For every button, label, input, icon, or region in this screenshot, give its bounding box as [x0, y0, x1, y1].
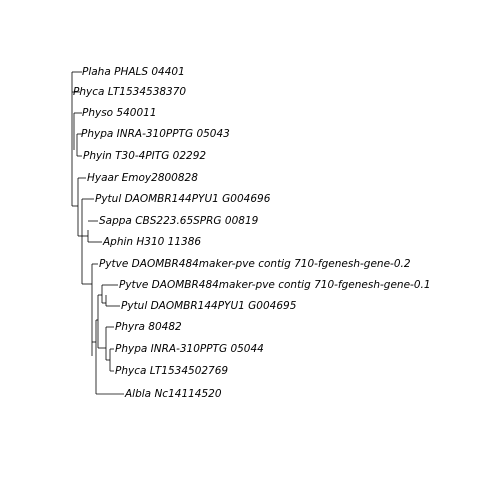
tip-label: Pytve DAOMBR484maker-pve contig 710-fgen…: [119, 279, 431, 291]
tip-label: Phyca LT1534502769: [115, 365, 228, 377]
tip-label: Phypa INRA-310PPTG 05044: [115, 343, 264, 355]
tip-label: Pytul DAOMBR144PYU1 G004695: [121, 300, 297, 312]
tip-label: Albla Nc14114520: [124, 388, 222, 400]
tip-label: Physo 540011: [82, 107, 157, 119]
tip-label: Pytve DAOMBR484maker-pve contig 710-fgen…: [99, 258, 411, 270]
tip-label: Plaha PHALS 04401: [82, 66, 185, 78]
tip-label: Phyra 80482: [115, 321, 182, 333]
tree-branches: [71, 71, 124, 395]
tip-label: Pytul DAOMBR144PYU1 G004696: [95, 193, 271, 205]
tip-label: Phyca LT1534538370: [73, 86, 186, 98]
tip-label: Phypa INRA-310PPTG 05043: [81, 128, 230, 140]
tip-label: Sappa CBS223.65SPRG 00819: [99, 215, 259, 227]
tip-label: Phyin T30-4PITG 02292: [83, 150, 206, 162]
tip-labels: Plaha PHALS 04401 Phyca LT1534538370 Phy…: [73, 66, 431, 400]
tip-label: Aphin H310 11386: [102, 236, 201, 248]
tip-label: Hyaar Emoy2800828: [87, 172, 198, 184]
